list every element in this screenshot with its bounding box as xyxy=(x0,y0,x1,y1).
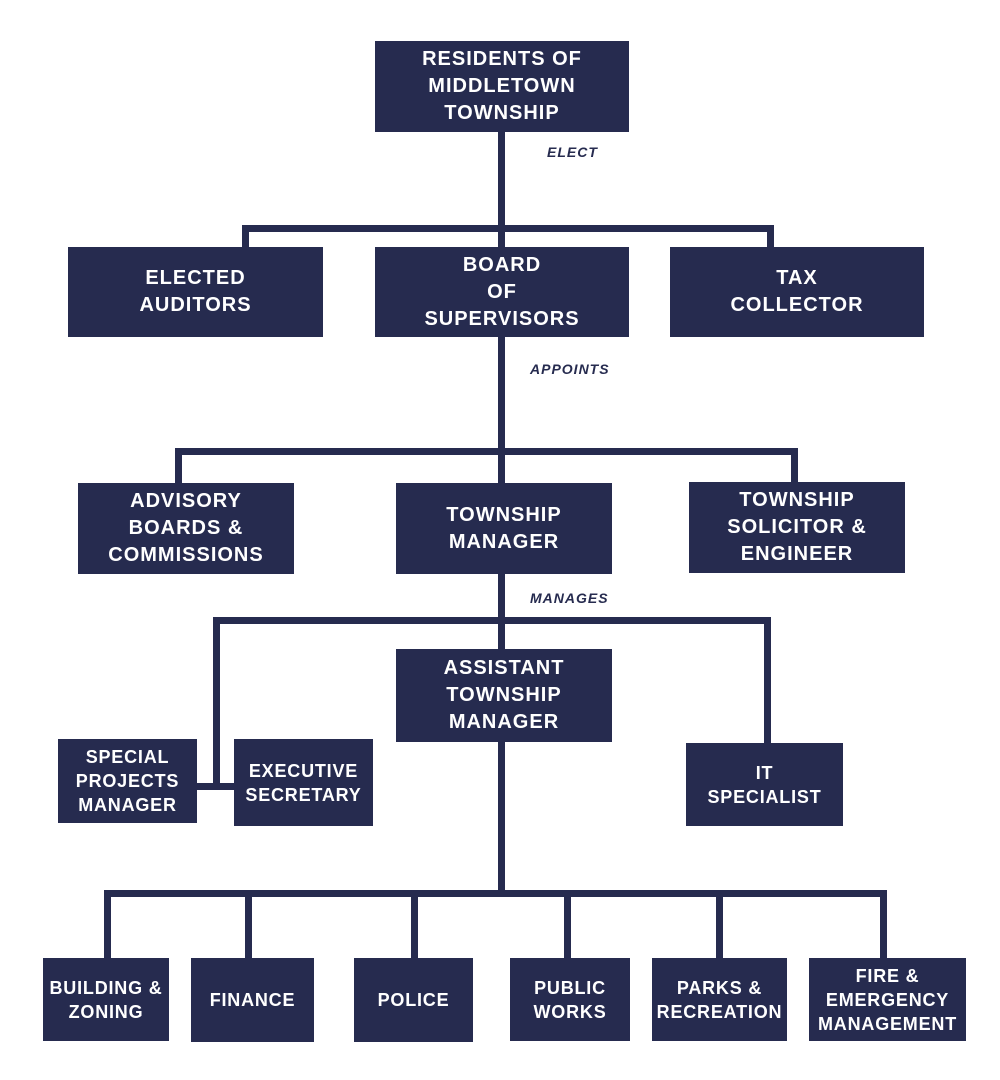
connector-line xyxy=(104,890,111,958)
node-public-works: PUBLIC WORKS xyxy=(510,958,630,1041)
node-label: ASSISTANT TOWNSHIP MANAGER xyxy=(443,657,565,733)
node-label: BOARD OF SUPERVISORS xyxy=(424,253,580,330)
node-label: TOWNSHIP SOLICITOR & ENGINEER xyxy=(727,489,867,565)
node-label: IT SPECIALIST xyxy=(707,762,822,807)
node-executive-secretary: EXECUTIVE SECRETARY xyxy=(234,739,373,826)
connector-line xyxy=(498,337,505,483)
node-label: EXECUTIVE SECRETARY xyxy=(245,760,362,805)
node-label: BUILDING & ZONING xyxy=(49,977,163,1022)
connector-line xyxy=(175,448,798,455)
connector-line xyxy=(564,890,571,958)
node-label: FIRE & EMERGENCY MANAGEMENT xyxy=(818,965,957,1034)
node-special-projects-manager: SPECIAL PROJECTS MANAGER xyxy=(58,739,197,823)
connector-line xyxy=(104,890,887,897)
connector-line xyxy=(791,448,798,482)
node-label: POLICE xyxy=(377,990,450,1010)
connector-line xyxy=(213,617,771,624)
node-board-of-supervisors: BOARD OF SUPERVISORS xyxy=(375,247,629,337)
connector-line xyxy=(498,132,505,247)
relation-label-elect: ELECT xyxy=(547,144,598,160)
connector-line xyxy=(245,890,252,958)
relation-label-manages: MANAGES xyxy=(530,590,609,606)
node-label: ELECTED AUDITORS xyxy=(139,267,252,316)
node-building-zoning: BUILDING & ZONING xyxy=(43,958,169,1041)
node-label: PUBLIC WORKS xyxy=(533,977,607,1022)
node-parks-recreation: PARKS & RECREATION xyxy=(652,958,787,1041)
node-finance: FINANCE xyxy=(191,958,314,1042)
node-solicitor-engineer: TOWNSHIP SOLICITOR & ENGINEER xyxy=(689,482,905,573)
node-residents: RESIDENTS OF MIDDLETOWN TOWNSHIP xyxy=(375,41,629,132)
node-township-manager: TOWNSHIP MANAGER xyxy=(396,483,612,574)
relation-label-appoints: APPOINTS xyxy=(530,361,610,377)
connector-line xyxy=(242,225,249,247)
node-advisory-boards: ADVISORY BOARDS & COMMISSIONS xyxy=(78,483,294,574)
node-assistant-township-manager: ASSISTANT TOWNSHIP MANAGER xyxy=(396,649,612,742)
node-tax-collector: TAX COLLECTOR xyxy=(670,247,924,337)
node-elected-auditors: ELECTED AUDITORS xyxy=(68,247,323,337)
node-fire-emergency-management: FIRE & EMERGENCY MANAGEMENT xyxy=(809,958,966,1041)
node-police: POLICE xyxy=(354,958,473,1042)
connector-line xyxy=(197,783,234,790)
node-label: RESIDENTS OF MIDDLETOWN TOWNSHIP xyxy=(422,48,582,124)
connector-line xyxy=(242,225,774,232)
connector-line xyxy=(213,617,220,790)
connector-line xyxy=(767,225,774,247)
connector-line xyxy=(175,448,182,483)
node-label: TAX COLLECTOR xyxy=(730,267,864,316)
connector-line xyxy=(411,890,418,958)
connector-line xyxy=(764,617,771,743)
node-it-specialist: IT SPECIALIST xyxy=(686,743,843,826)
node-label: SPECIAL PROJECTS MANAGER xyxy=(75,747,180,815)
node-label: TOWNSHIP MANAGER xyxy=(446,503,562,553)
node-label: FINANCE xyxy=(209,990,296,1010)
connector-line xyxy=(880,890,887,958)
connector-line xyxy=(716,890,723,958)
node-label: ADVISORY BOARDS & COMMISSIONS xyxy=(108,490,264,566)
node-label: PARKS & RECREATION xyxy=(656,977,783,1022)
